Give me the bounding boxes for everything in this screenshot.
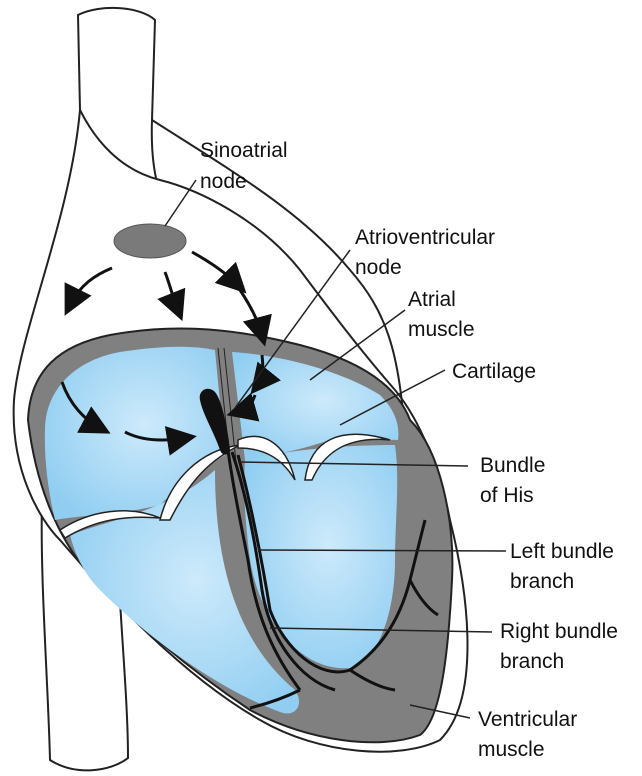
label-right-bundle-branch: Right bundle branch [500, 620, 624, 673]
sinoatrial-node [114, 224, 186, 258]
label-atrial-muscle: Atrial muscle [408, 288, 475, 341]
label-ventricular-muscle: Ventricular muscle [478, 708, 583, 761]
label-sinoatrial-node: Sinoatrial node [200, 139, 293, 193]
label-atrioventricular-node: Atrioventricular node [355, 226, 501, 279]
label-left-bundle-branch: Left bundle branch [510, 540, 620, 593]
label-cartilage: Cartilage [452, 360, 536, 383]
label-bundle-of-his: Bundle of His [480, 454, 551, 507]
